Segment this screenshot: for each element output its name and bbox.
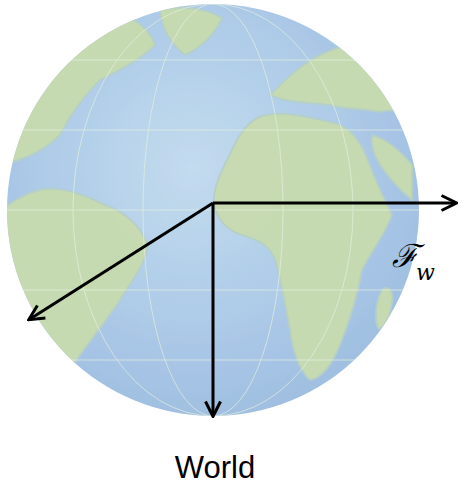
frame-caption: World: [175, 452, 255, 483]
frame-subscript: w: [416, 262, 435, 284]
frame-symbol: ℱ: [392, 240, 418, 272]
frame-axes: [30, 203, 455, 415]
graticule: [7, 4, 419, 416]
